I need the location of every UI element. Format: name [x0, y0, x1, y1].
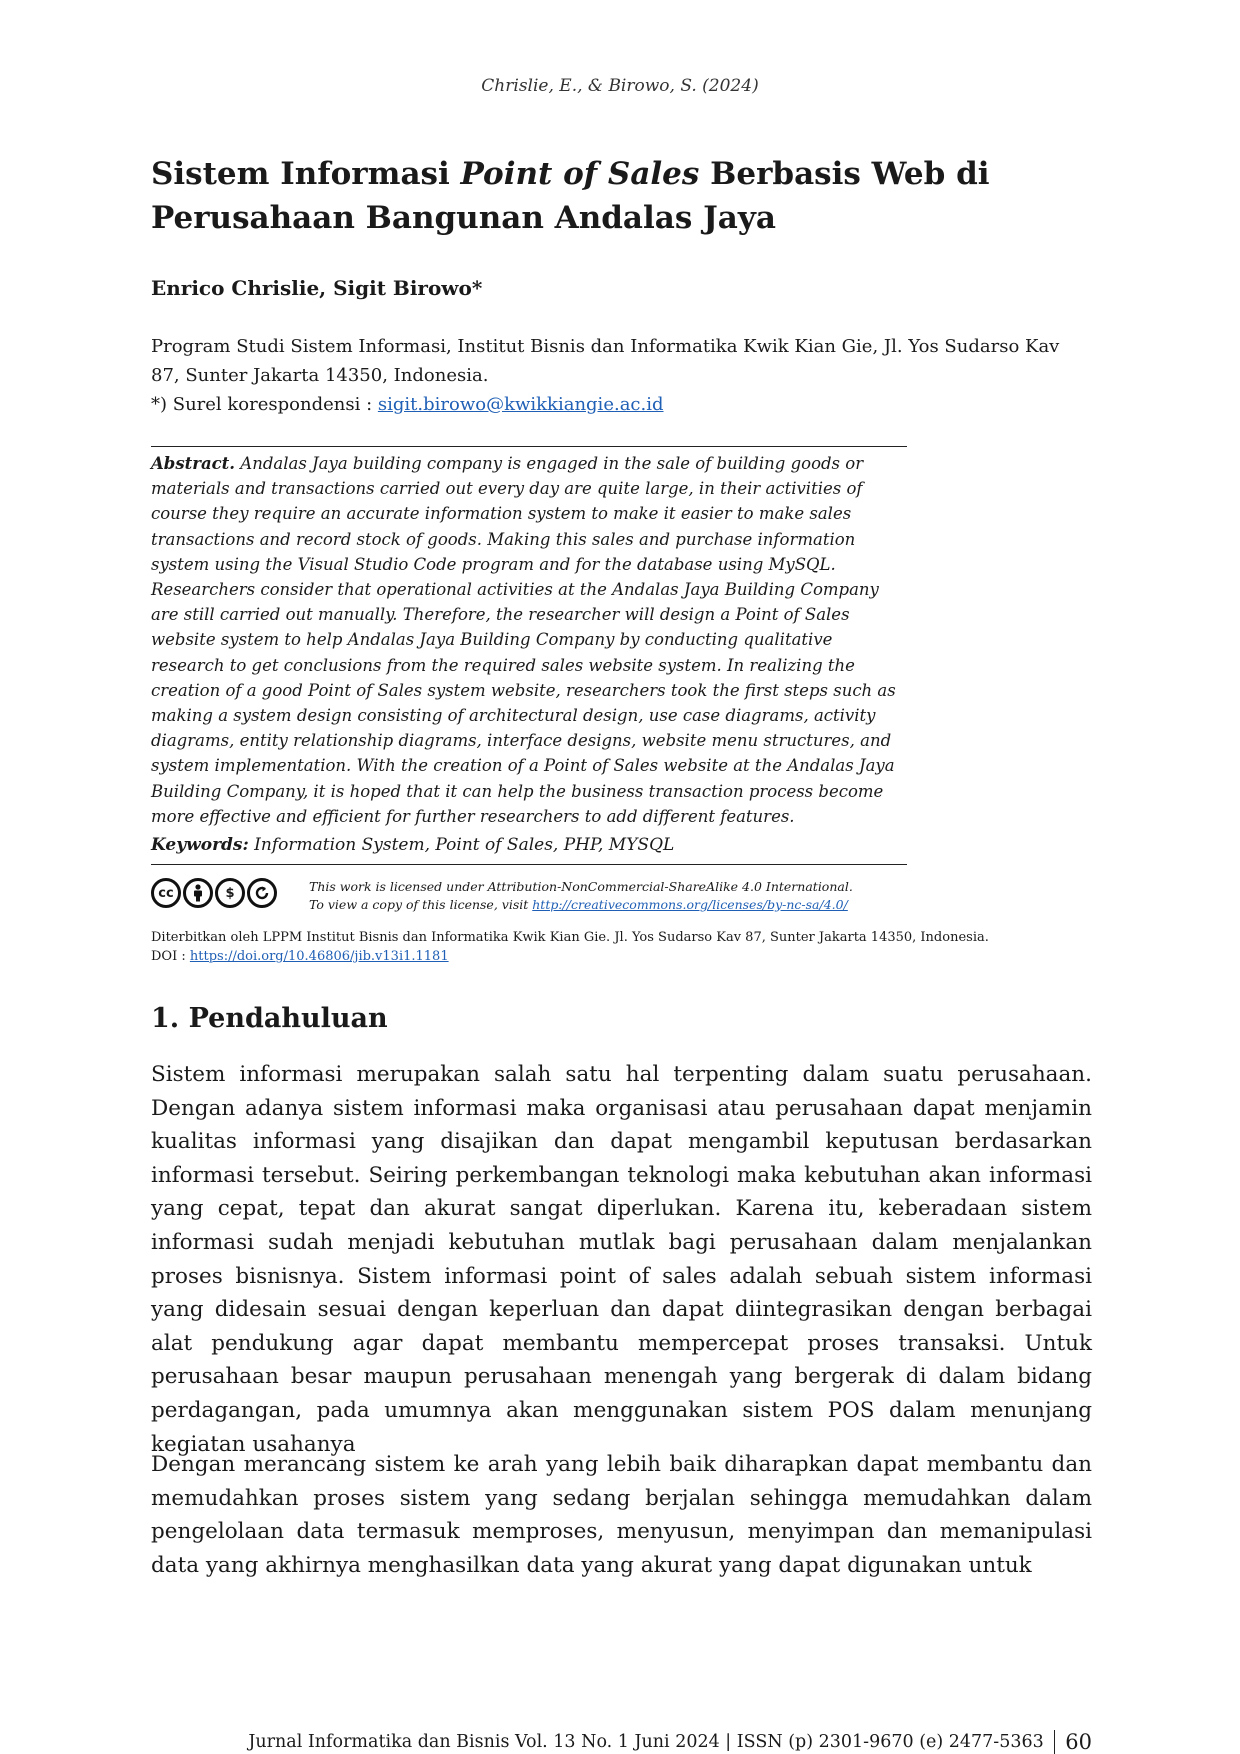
abstract: Abstract. Andalas Jaya building company … [151, 451, 907, 829]
email-link[interactable]: sigit.birowo@kwikkiangie.ac.id [377, 394, 664, 415]
by-icon [183, 878, 213, 908]
footer-divider [1053, 1730, 1056, 1754]
abstract-text: Andalas Jaya building company is engaged… [151, 454, 896, 826]
body-paragraph-2: Dengan merancang sistem ke arah yang leb… [151, 1452, 1092, 1578]
page-footer: Jurnal Informatika dan Bisnis Vol. 13 No… [248, 1730, 1092, 1754]
correspondence-label: *) Surel korespondensi : [151, 394, 378, 415]
nc-icon: $ [215, 878, 245, 908]
body-paragraph-1: Sistem informasi merupakan salah satu ha… [151, 1062, 1092, 1457]
license-text: This work is licensed under Attribution-… [309, 878, 853, 914]
publisher-info: Diterbitkan oleh LPPM Institut Bisnis da… [151, 928, 989, 966]
affiliation-line: Program Studi Sistem Informasi, Institut… [151, 336, 1060, 386]
running-head: Chrislie, E., & Birowo, S. (2024) [481, 76, 759, 96]
title-part1: Sistem Informasi [151, 156, 461, 192]
abstract-label: Abstract. [151, 454, 236, 473]
cc-icon: cc [151, 878, 181, 908]
doi-label: DOI : [151, 949, 190, 964]
keywords: Keywords: Information System, Point of S… [151, 833, 907, 858]
section-heading: 1. Pendahuluan [151, 1003, 388, 1034]
license-link[interactable]: http://creativecommons.org/licenses/by-n… [532, 897, 848, 912]
doi-link[interactable]: https://doi.org/10.46806/jib.v13i1.1181 [189, 949, 449, 964]
authors: Enrico Chrislie, Sigit Birowo* [151, 276, 483, 300]
abstract-box: Abstract. Andalas Jaya building company … [151, 446, 907, 865]
license-line1: This work is licensed under Attribution-… [309, 879, 853, 894]
publisher-line: Diterbitkan oleh LPPM Institut Bisnis da… [151, 930, 989, 945]
paper-title: Sistem Informasi Point of Sales Berbasis… [151, 152, 1092, 240]
keywords-label: Keywords: [151, 835, 249, 856]
title-block: Sistem Informasi Point of Sales Berbasis… [151, 152, 1092, 240]
doi-line: DOI : https://doi.org/10.46806/jib.v13i1… [151, 947, 989, 966]
title-part2: Berbasis Web di Perusahaan Bangunan Anda… [151, 156, 990, 236]
affiliation: Program Studi Sistem Informasi, Institut… [151, 332, 1092, 419]
page-number: 60 [1065, 1730, 1092, 1754]
license-line2: To view a copy of this license, visit ht… [309, 896, 853, 914]
keywords-text: Information System, Point of Sales, PHP,… [248, 835, 675, 856]
license-row: cc $ This work is licensed under Attribu… [151, 878, 1092, 920]
footer-journal: Jurnal Informatika dan Bisnis Vol. 13 No… [248, 1732, 1044, 1752]
correspondence-line: *) Surel korespondensi : sigit.birowo@kw… [151, 390, 1092, 419]
cc-license-badge[interactable]: cc $ [151, 878, 283, 918]
sa-icon [247, 878, 277, 908]
license-line2-prefix: To view a copy of this license, visit [309, 897, 533, 912]
title-italic: Point of Sales [460, 156, 700, 192]
